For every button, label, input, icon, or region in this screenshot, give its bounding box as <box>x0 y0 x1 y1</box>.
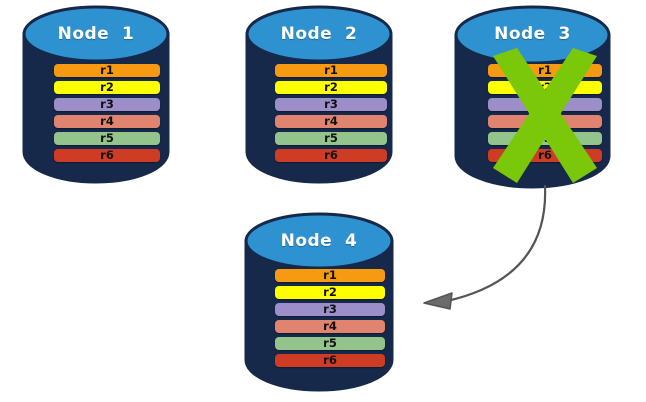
node-3-records: r1 r2 r3 r4 r5 r6 <box>488 64 602 162</box>
node-4-records: r1 r2 r3 r4 r5 r6 <box>275 269 385 367</box>
record-r5[interactable]: r5 <box>275 132 387 145</box>
node-2-records: r1 r2 r3 r4 r5 r6 <box>275 64 387 162</box>
record-r1[interactable]: r1 <box>275 269 385 282</box>
record-r1[interactable]: r1 <box>488 64 602 77</box>
node-3[interactable]: Node 3 r1 r2 r3 r4 r5 r6 <box>454 4 611 190</box>
record-r3[interactable]: r3 <box>54 98 160 111</box>
record-r3[interactable]: r3 <box>275 98 387 111</box>
record-r6[interactable]: r6 <box>275 354 385 367</box>
node-1-records: r1 r2 r3 r4 r5 r6 <box>54 64 160 162</box>
node-4[interactable]: Node 4 r1 r2 r3 r4 r5 r6 <box>244 211 394 392</box>
record-r6[interactable]: r6 <box>275 149 387 162</box>
record-r3[interactable]: r3 <box>275 303 385 316</box>
record-r6[interactable]: r6 <box>488 149 602 162</box>
record-r2[interactable]: r2 <box>488 81 602 94</box>
node-1[interactable]: Node 1 r1 r2 r3 r4 r5 r6 <box>22 4 170 184</box>
record-r1[interactable]: r1 <box>54 64 160 77</box>
record-r6[interactable]: r6 <box>54 149 160 162</box>
record-r2[interactable]: r2 <box>275 81 387 94</box>
record-r2[interactable]: r2 <box>275 286 385 299</box>
record-r1[interactable]: r1 <box>275 64 387 77</box>
record-r2[interactable]: r2 <box>54 81 160 94</box>
record-r5[interactable]: r5 <box>488 132 602 145</box>
record-r5[interactable]: r5 <box>275 337 385 350</box>
record-r4[interactable]: r4 <box>488 115 602 128</box>
record-r4[interactable]: r4 <box>275 115 387 128</box>
record-r4[interactable]: r4 <box>54 115 160 128</box>
record-r3[interactable]: r3 <box>488 98 602 111</box>
record-r5[interactable]: r5 <box>54 132 160 145</box>
node-2[interactable]: Node 2 r1 r2 r3 r4 r5 r6 <box>245 4 393 184</box>
record-r4[interactable]: r4 <box>275 320 385 333</box>
